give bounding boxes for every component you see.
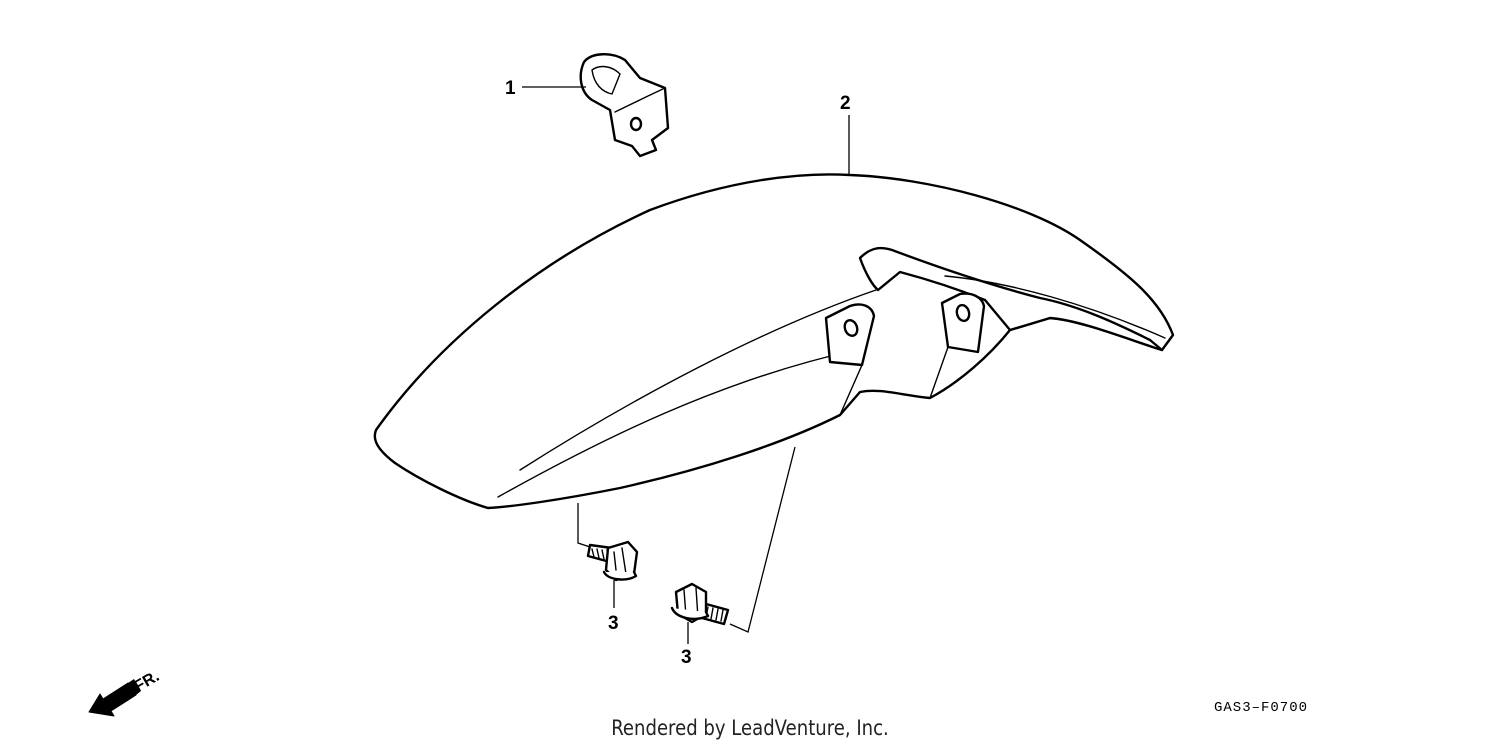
flange-bolt-right[interactable]: [670, 582, 730, 626]
render-credit: Rendered by LeadVenture, Inc.: [611, 716, 889, 740]
callout-part-3-left: 3: [608, 613, 619, 634]
callout-part-2: 2: [840, 93, 851, 114]
leader-lines: [522, 86, 850, 644]
arrow-down-left-icon: [88, 679, 141, 717]
callout-part-1: 1: [505, 78, 516, 99]
diagram-code: GAS3–F0700: [1214, 700, 1309, 716]
callout-part-3-right: 3: [681, 647, 692, 668]
cable-clamp[interactable]: [579, 53, 670, 158]
flange-bolt-left[interactable]: [586, 540, 639, 582]
front-fender[interactable]: [373, 173, 1175, 510]
